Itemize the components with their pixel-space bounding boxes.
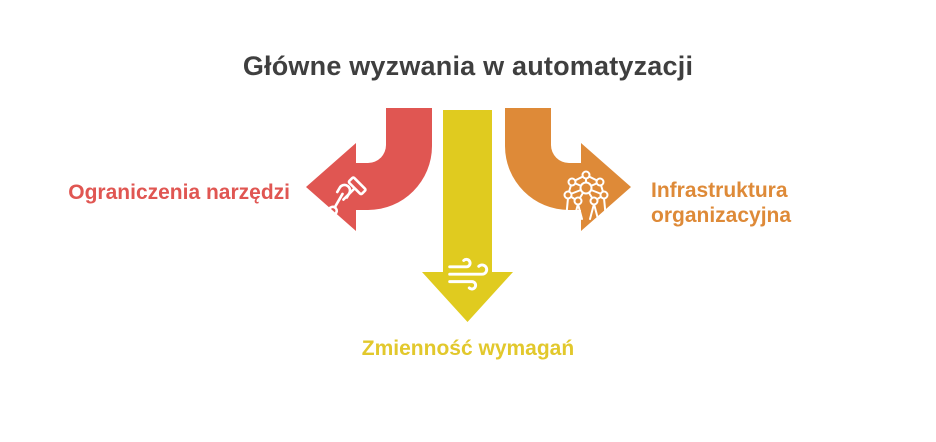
straight-down-arrow — [422, 110, 513, 322]
page-title: Główne wyzwania w automatyzacji — [242, 51, 694, 81]
wind-icon — [448, 257, 489, 291]
tools-icon — [327, 176, 367, 217]
organization-network-icon — [563, 170, 609, 220]
challenge-label-infrastructure: Infrastruktura organizacyjna — [651, 179, 792, 227]
challenge-label-tools: Ograniczenia narzędzi — [68, 181, 290, 204]
challenge-label-requirements: Zmienność wymagań — [361, 337, 575, 360]
curved-right-arrow — [505, 108, 631, 231]
curved-left-arrow — [306, 108, 432, 231]
